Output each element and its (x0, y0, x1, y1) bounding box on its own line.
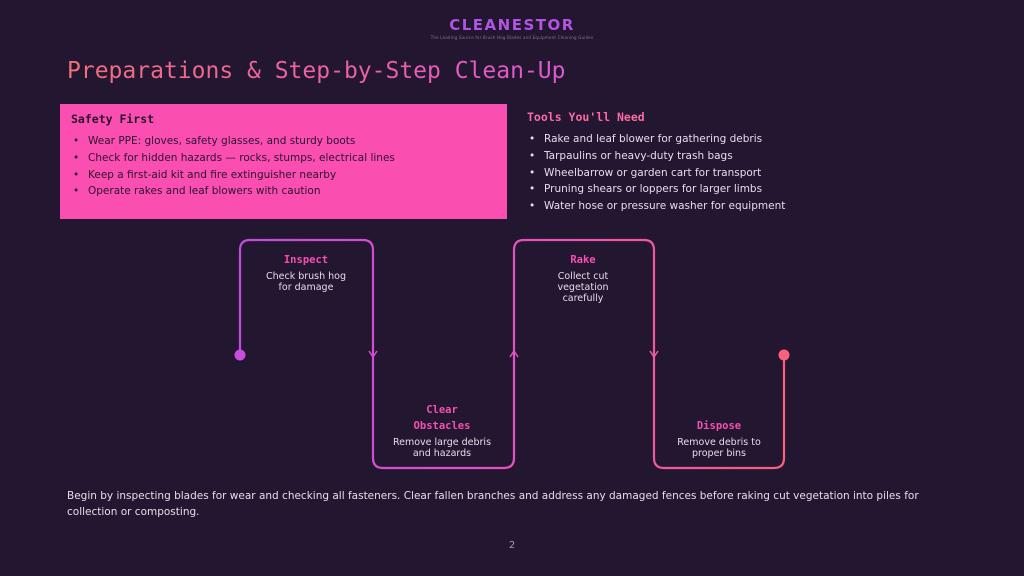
safety-heading: Safety First (71, 112, 155, 126)
tools-item: Tarpaulins or heavy-duty trash bags (527, 148, 987, 165)
step-dispose: Dispose Remove debris to proper bins (654, 418, 784, 459)
arrow-down-icon (649, 350, 659, 359)
tools-list: Rake and leaf blower for gathering debri… (527, 131, 987, 215)
arrow-up-icon (509, 349, 519, 358)
tools-item: Water hose or pressure washer for equipm… (527, 198, 987, 215)
flow-start-dot (234, 349, 246, 361)
step-description: Collect cut vegetation carefully (557, 271, 609, 304)
step-inspect: Inspect Check brush hog for damage (241, 252, 371, 293)
step-clear-obstacles: Clear Obstacles Remove large debris and … (377, 402, 507, 459)
step-description: Remove large debris and hazards (392, 437, 492, 459)
flow-end-dot (778, 349, 790, 361)
safety-item: Check for hidden hazards — rocks, stumps… (71, 150, 496, 167)
page-title: Preparations & Step-by-Step Clean-Up (67, 58, 566, 84)
safety-item: Wear PPE: gloves, safety glasses, and st… (71, 133, 496, 150)
arrow-down-icon (368, 350, 378, 359)
step-title: Clear Obstacles (413, 404, 471, 432)
tools-panel: Tools You'll Need Rake and leaf blower f… (527, 110, 987, 215)
safety-item: Operate rakes and leaf blowers with caut… (71, 183, 496, 200)
safety-first-panel: Safety First Wear PPE: gloves, safety gl… (60, 104, 507, 219)
page-number: 2 (508, 540, 516, 551)
step-description: Remove debris to proper bins (677, 437, 761, 459)
step-title: Dispose (696, 420, 742, 432)
tools-heading: Tools You'll Need (527, 110, 645, 124)
logo-tagline: The Leading Source for Brush Hog Blades … (430, 35, 594, 40)
step-rake: Rake Collect cut vegetation carefully (518, 252, 648, 304)
tools-item: Rake and leaf blower for gathering debri… (527, 131, 987, 148)
summary-paragraph: Begin by inspecting blades for wear and … (67, 490, 919, 518)
tools-item: Wheelbarrow or garden cart for transport (527, 165, 987, 182)
logo-wordmark: CLEANESTOR (0, 16, 1024, 34)
tools-item: Pruning shears or loppers for larger lim… (527, 181, 987, 198)
brand-logo: CLEANESTOR The Leading Source for Brush … (0, 16, 1024, 40)
safety-item: Keep a first-aid kit and fire extinguish… (71, 167, 496, 184)
step-title: Rake (570, 254, 596, 266)
safety-list: Wear PPE: gloves, safety glasses, and st… (71, 133, 496, 200)
step-description: Check brush hog for damage (265, 271, 347, 293)
flow-path (238, 238, 786, 470)
step-title: Inspect (283, 254, 329, 266)
